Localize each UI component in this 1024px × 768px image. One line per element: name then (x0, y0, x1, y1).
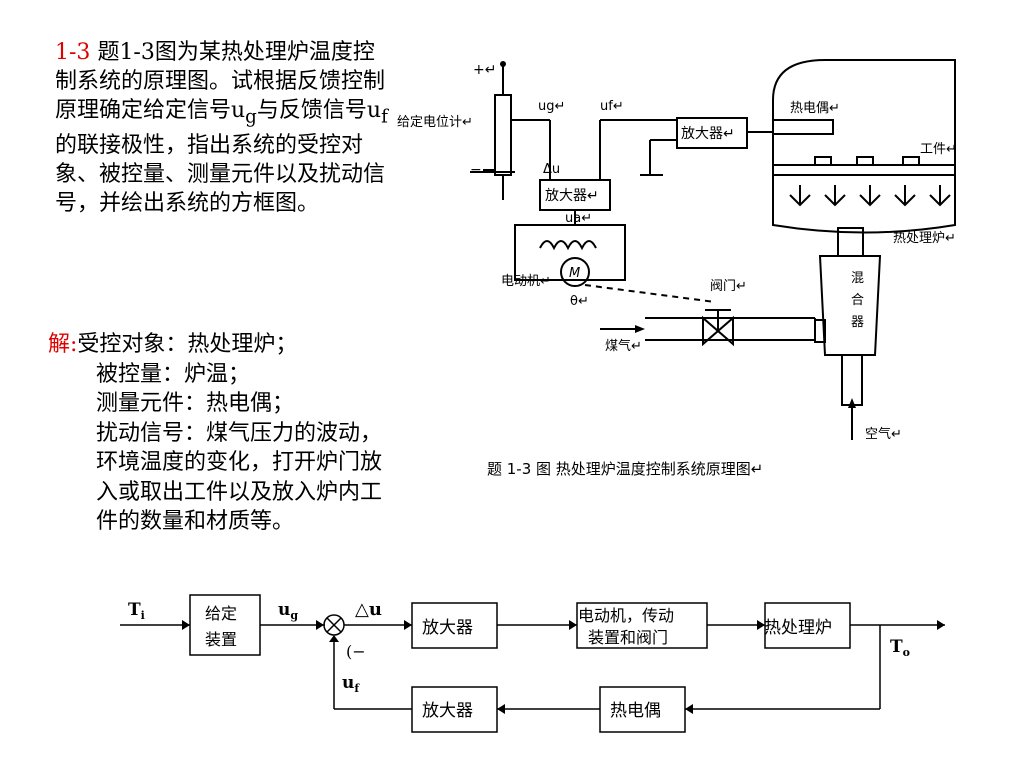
disturbance-2: 环境温度的变化，打开炉门放 (96, 450, 383, 475)
block-diagram: Ti 给定 装置 ug △u (− uf 放大器 电动机，传动 装置和阀门 热处… (120, 594, 945, 733)
mixer-1: 混 (851, 271, 864, 286)
uf-label: uf↵ (600, 99, 624, 114)
problem-text-2: 与反馈信号u (256, 98, 382, 123)
measuring-element: 测量元件：热电偶； (96, 391, 295, 416)
disturbance-4: 件的数量和材质等。 (96, 509, 295, 534)
svg-text:Ti: Ti (128, 600, 145, 622)
potentiometer-label: 给定电位计↵ (397, 115, 473, 130)
solution-line-1: 解:受控对象：热处理炉； (48, 330, 488, 360)
solution-label: 解: (48, 332, 78, 357)
ug-bd-label: u (278, 600, 290, 620)
problem-text-1: 题1-3图为某热处理炉温度控制系统的原理图。试根据反馈控制原理确定给定信号u (55, 40, 386, 123)
problem-statement: 1-3 题1-3图为某热处理炉温度控制系统的原理图。试根据反馈控制原理确定给定信… (55, 38, 395, 218)
schematic-diagram: +↵ − 给定电位计↵ ug↵ uf↵ Δu 放大器↵ 放大器↵ ua↵ M 电… (397, 59, 957, 442)
amp-middle-label: 放大器↵ (545, 188, 599, 204)
sub-f: f (381, 106, 388, 128)
problem-number: 1-3 (55, 40, 91, 65)
sub-g: g (245, 106, 257, 128)
theta-label: θ↵ (570, 294, 589, 309)
svg-text:To: To (890, 637, 910, 659)
furnace-label: 热处理炉↵ (893, 231, 956, 246)
ua-label: ua↵ (565, 211, 592, 226)
solution: 解:受控对象：热处理炉； 被控量：炉温； 测量元件：热电偶； 扰动信号：煤气压力… (48, 330, 488, 537)
valve-label: 阀门↵ (710, 279, 747, 294)
to-label: T (890, 637, 903, 657)
amp-forward-label: 放大器 (422, 618, 473, 638)
thermocouple-label: 热电偶↵ (790, 101, 840, 116)
uf-bd-sub: f (354, 682, 360, 695)
problem-text-3: 的联接极性，指出系统的受控对象、被控量、测量元件以及扰动信号，并绘出系统的方框图… (55, 133, 386, 217)
figure-caption: 题 1-3 图 热处理炉温度控制系统原理图↵ (487, 460, 764, 478)
motor-symbol: M (569, 266, 580, 281)
setter-line-1: 给定 (205, 604, 237, 623)
to-sub: o (903, 646, 910, 659)
disturbance-1: 扰动信号：煤气压力的波动， (96, 420, 383, 446)
motor-label: 电动机↵ (501, 274, 551, 289)
controlled-object: 受控对象：热处理炉； (77, 332, 298, 357)
svg-text:ug: ug (278, 600, 298, 622)
amp-feedback-label: 放大器 (422, 701, 473, 721)
minus-sign: (− (346, 642, 366, 661)
ug-bd-sub: g (290, 609, 298, 622)
gas-label: 煤气↵ (605, 338, 642, 354)
thermocouple-bd-label: 热电偶 (610, 701, 661, 721)
actuator-line-1: 电动机，传动 (578, 606, 674, 625)
workpiece-label: 工件↵ (920, 142, 957, 157)
actuator-line-2: 装置和阀门 (588, 628, 668, 647)
ug-label: ug↵ (538, 99, 565, 114)
uf-bd-label: u (342, 673, 354, 693)
mixer-3: 器 (851, 315, 864, 330)
du-label: Δu (543, 162, 560, 177)
amp-top-label: 放大器↵ (681, 126, 735, 142)
controlled-variable: 被控量：炉温； (96, 361, 251, 387)
ti-label: T (128, 600, 141, 620)
minus-label: − (470, 162, 482, 178)
plus-label: +↵ (473, 62, 496, 78)
air-label: 空气↵ (865, 426, 902, 442)
ti-sub: i (141, 609, 145, 622)
furnace-bd-label: 热处理炉 (764, 618, 832, 638)
mixer-2: 合 (851, 293, 864, 308)
delta-u-label: △u (355, 599, 382, 620)
svg-text:uf: uf (342, 673, 360, 695)
disturbance-3: 入或取出工件以及放入炉内工 (96, 479, 383, 505)
setter-line-2: 装置 (205, 630, 237, 649)
